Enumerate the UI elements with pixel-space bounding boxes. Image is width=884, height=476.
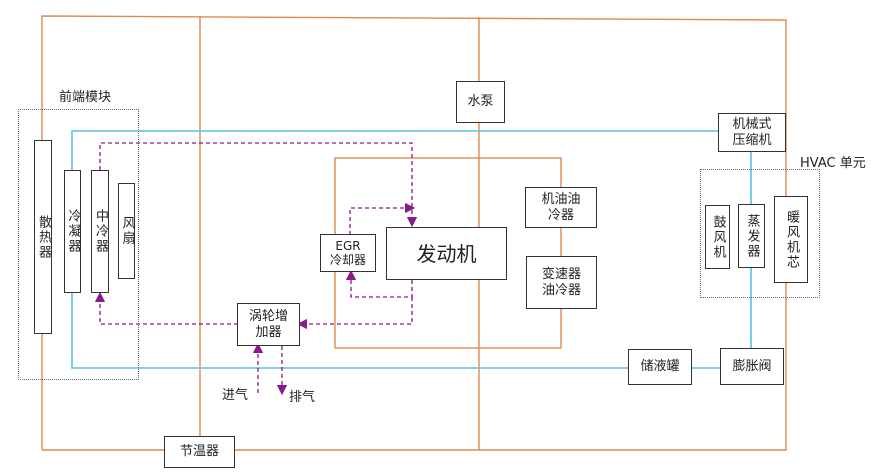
turbo-line1: 涡轮增 (248, 308, 288, 324)
blower: 鼓风机 (705, 205, 730, 269)
oil-cooler: 机油油 冷器 (525, 187, 597, 228)
engine: 发动机 (386, 227, 507, 280)
compressor-line2: 压缩机 (732, 132, 772, 148)
transmission-oil-cooler: 变速器 油冷器 (526, 256, 597, 309)
refrigerant-top-line (71, 130, 718, 170)
turbo-line2: 加器 (255, 324, 282, 340)
front-module-group (18, 109, 139, 380)
oil-cooler-line1: 机油油 (541, 191, 581, 207)
radiator: 散热器 (34, 140, 52, 334)
compressor-line1: 机械式 (732, 116, 772, 132)
exhaust-label: 排气 (289, 390, 316, 405)
thermostat: 节温器 (164, 436, 235, 468)
hvac-unit-label: HVAC 单元 (800, 156, 866, 171)
fan: 风扇 (118, 183, 135, 279)
receiver-drier: 储液罐 (628, 349, 692, 385)
oil-cooler-line2: 冷器 (547, 207, 574, 223)
turbocharger: 涡轮增 加器 (237, 303, 300, 346)
turbo-to-intercooler (94, 291, 238, 325)
egr-cooler: EGR 冷却器 (320, 234, 376, 272)
egr-to-engine (349, 202, 416, 235)
water-pump: 水泵 (456, 81, 505, 123)
intake-label: 进气 (222, 388, 249, 403)
mechanical-compressor: 机械式 压缩机 (718, 113, 786, 152)
intercooler: 中冷器 (91, 170, 109, 293)
intercooler-to-engine (99, 142, 418, 228)
trans-cooler-line2: 油冷器 (541, 282, 581, 298)
refrigerant-bottom-line (71, 292, 628, 369)
heater-core: 暖风机芯 (774, 196, 808, 283)
egr-cooler-line1: EGR (335, 239, 361, 253)
engine-to-turbo (296, 297, 413, 330)
air-flow (94, 142, 418, 396)
expansion-valve: 膨胀阀 (720, 348, 784, 385)
engine-to-egr (345, 269, 413, 298)
front-module-label: 前端模块 (59, 90, 112, 105)
evaporator: 蒸发器 (738, 204, 765, 268)
hvac-unit-group (700, 169, 820, 298)
condenser: 冷凝器 (64, 170, 81, 293)
egr-cooler-line2: 冷却器 (329, 253, 366, 267)
trans-cooler-line1: 变速器 (541, 266, 581, 282)
